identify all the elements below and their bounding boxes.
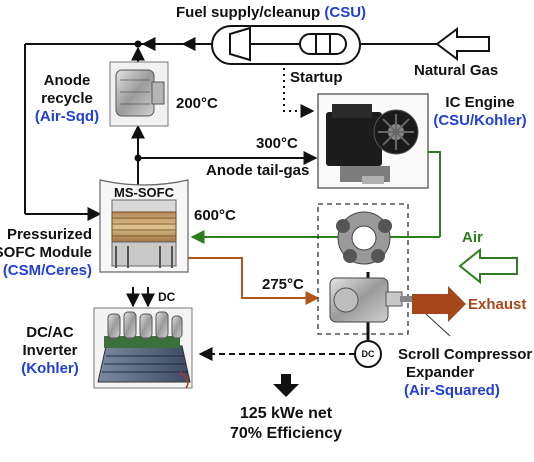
natural-gas-label: Natural Gas (414, 62, 499, 79)
sofc-module-photo (99, 179, 189, 273)
temp-275-label: 275°C (262, 276, 304, 293)
exhaust-arrow-icon (412, 286, 466, 322)
air-label: Air (462, 229, 483, 246)
natural-gas-arrow-icon (435, 27, 490, 61)
ic-engine-photo (317, 93, 429, 189)
scroll-label-leader (425, 313, 451, 337)
temp-600-label: 600°C (194, 207, 236, 224)
sofc-module-label: Pressurized SOFC Module (CSM/Ceres) (0, 226, 92, 279)
fuel-supply-label: Fuel supply/cleanup (CSU) (176, 4, 367, 21)
inverter-label: DC/AC Inverter (Kohler) (21, 324, 79, 377)
temp-200-label: 200°C (176, 95, 218, 112)
net-power-text: 125 kWe net (239, 405, 333, 422)
dc-generator-label: DC (361, 349, 375, 359)
fuel-supply-tag: (CSU) (324, 4, 367, 21)
exhaust-label: Exhaust (468, 296, 527, 313)
scroll-compressor-expander (317, 203, 412, 335)
dc-label: DC (158, 290, 176, 304)
temp-300-label: 300°C (256, 135, 298, 152)
ms-sofc-label: MS-SOFC (114, 185, 174, 200)
fuel-supply-unit (211, 25, 361, 65)
efficiency-text: 70% Efficiency (229, 425, 343, 442)
anode-recycle-photo (109, 61, 169, 127)
ic-engine-label: IC Engine (CSU/Kohler) (433, 94, 527, 129)
output-summary: 125 kWe net 70% Efficiency (196, 404, 376, 444)
anode-recycle-label: Anode recycle (Air-Sqd) (34, 72, 100, 125)
dc-generator-icon (354, 340, 382, 368)
anode-tail-gas-label: Anode tail-gas (206, 162, 310, 179)
net-output-arrow-icon (273, 374, 299, 397)
junction-dots (134, 40, 156, 162)
scroll-compressor-label: Scroll Compressor Expander (Air-Squared) (398, 346, 533, 399)
inverter-photo (93, 307, 193, 389)
air-arrow-icon (458, 247, 518, 285)
exhaust-line (188, 257, 320, 305)
startup-label: Startup (290, 69, 343, 86)
